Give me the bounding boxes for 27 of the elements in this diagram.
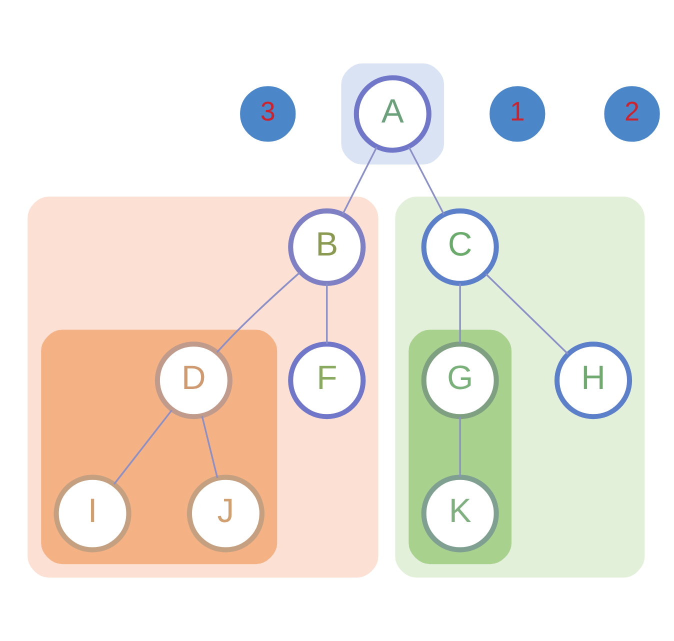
cluster (395, 196, 645, 578)
connector (216, 272, 300, 353)
node-circle: A (354, 75, 432, 153)
cluster (28, 196, 378, 578)
connector (342, 146, 378, 215)
node-circle: D (154, 342, 232, 420)
node-circle: 1 (490, 86, 546, 142)
node-circle: K (421, 474, 499, 552)
node-circle: G (421, 342, 499, 420)
connector (408, 146, 445, 215)
connector (459, 284, 461, 344)
cluster (41, 330, 278, 564)
node-circle: 2 (604, 86, 660, 142)
node-circle: I (54, 474, 132, 552)
connector (326, 284, 328, 344)
connector (459, 416, 461, 477)
cluster (341, 63, 444, 165)
node-circle: H (554, 342, 632, 420)
node-circle: F (288, 342, 366, 420)
connector (113, 410, 172, 485)
cluster (408, 330, 512, 564)
connector (201, 416, 218, 478)
node-circle: 3 (240, 86, 296, 142)
connector (485, 273, 569, 355)
node-circle: J (186, 474, 264, 552)
node-circle: B (288, 208, 366, 286)
node-circle: C (421, 208, 499, 286)
